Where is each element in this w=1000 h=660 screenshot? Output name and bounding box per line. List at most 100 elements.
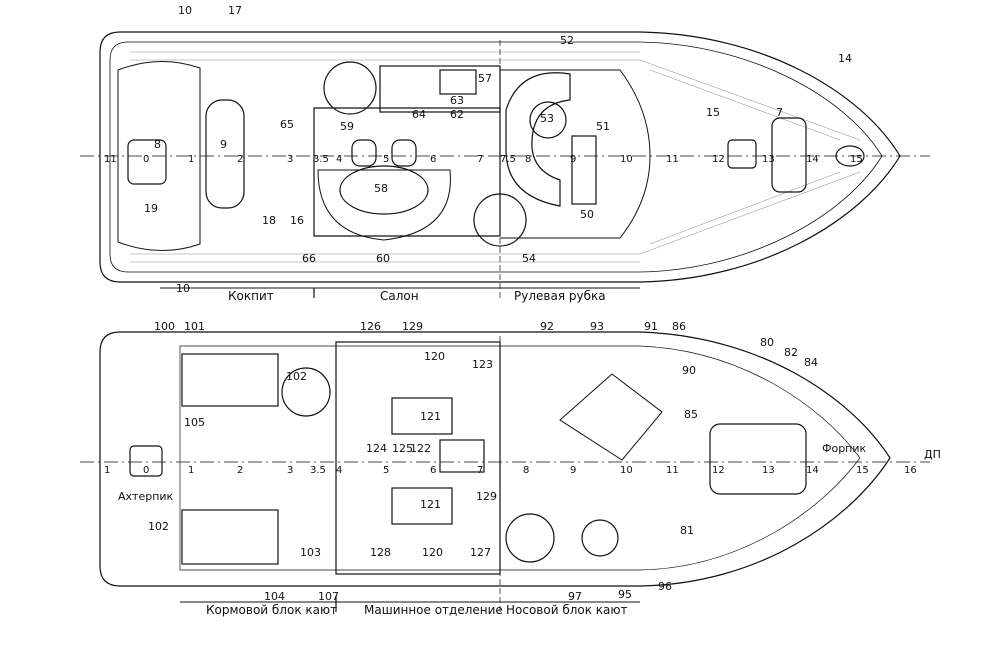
station-number: 15 — [856, 465, 869, 476]
callout-label: 50 — [580, 208, 594, 221]
callout-label: 80 — [760, 336, 774, 349]
station-number: 11 — [104, 154, 117, 165]
callout-label: 102 — [148, 520, 169, 533]
hatch-15 — [727, 139, 757, 169]
label-salon: Салон — [380, 289, 419, 303]
callout-label: 66 — [302, 252, 316, 265]
station-number: 9 — [570, 465, 576, 476]
transom-hatch — [127, 139, 167, 185]
upper-deck — [80, 31, 930, 300]
callout-label: 16 — [290, 214, 304, 227]
callout-label: 97 — [568, 590, 582, 603]
aft-cabin-berth-bottom — [181, 509, 279, 565]
upper-hull-outline — [99, 31, 901, 283]
callout-label: 103 — [300, 546, 321, 559]
callout-label: 62 — [450, 108, 464, 121]
seat-7 — [771, 117, 807, 193]
label-fwd-cabins: Носовой блок кают — [506, 603, 628, 617]
station-number: 7 — [477, 465, 483, 476]
station-number: 5 — [383, 465, 389, 476]
callout-label: 121 — [420, 410, 441, 423]
station-number: 12 — [712, 465, 725, 476]
station-number: 11 — [666, 465, 679, 476]
callout-label: 52 — [560, 34, 574, 47]
callout-label: 105 — [184, 416, 205, 429]
callout-label: 9 — [220, 138, 227, 151]
callout-label: 129 — [402, 320, 423, 333]
callout-label: 125 — [392, 442, 413, 455]
aft-peak-box — [129, 445, 163, 477]
station-number: 0 — [143, 154, 149, 165]
callout-label: 81 — [680, 524, 694, 537]
callout-label: 120 — [422, 546, 443, 559]
callout-label: 102 — [286, 370, 307, 383]
callout-label: 93 — [590, 320, 604, 333]
callout-label: 10 — [178, 4, 192, 17]
callout-label: 57 — [478, 72, 492, 85]
engine-2 — [391, 487, 453, 525]
callout-label: 15 — [706, 106, 720, 119]
callout-label: 107 — [318, 590, 339, 603]
callout-label: 124 — [366, 442, 387, 455]
station-number: 7 — [477, 154, 483, 165]
callout-label: 127 — [470, 546, 491, 559]
chair-right — [391, 139, 417, 167]
helm-sofa — [505, 72, 571, 207]
callout-label: 60 — [376, 252, 390, 265]
stair-upper-aft — [323, 61, 377, 115]
station-number: 1 — [104, 465, 110, 476]
station-number: 2 — [237, 154, 243, 165]
callout-label: 86 — [672, 320, 686, 333]
callout-label: 14 — [838, 52, 852, 65]
callout-label: 122 — [410, 442, 431, 455]
station-number: 1 — [188, 154, 194, 165]
vip-berth — [559, 373, 663, 461]
station-number: 14 — [806, 154, 819, 165]
fwd-stair — [505, 513, 555, 563]
callout-label: 123 — [472, 358, 493, 371]
station-number: 12 — [712, 154, 725, 165]
station-number: 7.5 — [500, 154, 516, 165]
station-number: 8 — [525, 154, 531, 165]
lower-deck — [80, 331, 930, 612]
label-fore-peak: Форпик — [822, 442, 867, 455]
aft-stair — [281, 367, 331, 417]
callout-label: 8 — [154, 138, 161, 151]
label-wheelhouse: Рулевая рубка — [514, 289, 606, 303]
salon-table — [339, 165, 429, 215]
station-number: 10 — [620, 465, 633, 476]
callout-label: 100 — [154, 320, 175, 333]
station-number: 6 — [430, 465, 436, 476]
station-number: 1 — [188, 465, 194, 476]
callout-label: 63 — [450, 94, 464, 107]
callout-label: 121 — [420, 498, 441, 511]
label-cockpit: Кокпит — [228, 289, 274, 303]
callout-label: 84 — [804, 356, 818, 369]
station-number: 0 — [143, 465, 149, 476]
station-number: 4 — [336, 154, 342, 165]
callout-label: 17 — [228, 4, 242, 17]
callout-label: 126 — [360, 320, 381, 333]
station-number: 10 — [620, 154, 633, 165]
callout-label: 18 — [262, 214, 276, 227]
lower-hull-outline — [99, 331, 891, 587]
callout-label: 128 — [370, 546, 391, 559]
station-number: 13 — [762, 154, 775, 165]
station-number: 14 — [806, 465, 819, 476]
callout-label: 51 — [596, 120, 610, 133]
generator — [439, 439, 485, 473]
engine-1 — [391, 397, 453, 435]
station-number: 4 — [336, 465, 342, 476]
label-aft-peak: Ахтерпик — [118, 490, 174, 503]
callout-label: 53 — [540, 112, 554, 125]
station-number: 3.5 — [310, 465, 326, 476]
upper-hull-inner — [109, 41, 883, 273]
salon-sofa — [317, 169, 451, 241]
cockpit-seat — [117, 61, 201, 251]
station-number: 11 — [666, 154, 679, 165]
shower — [581, 519, 619, 557]
